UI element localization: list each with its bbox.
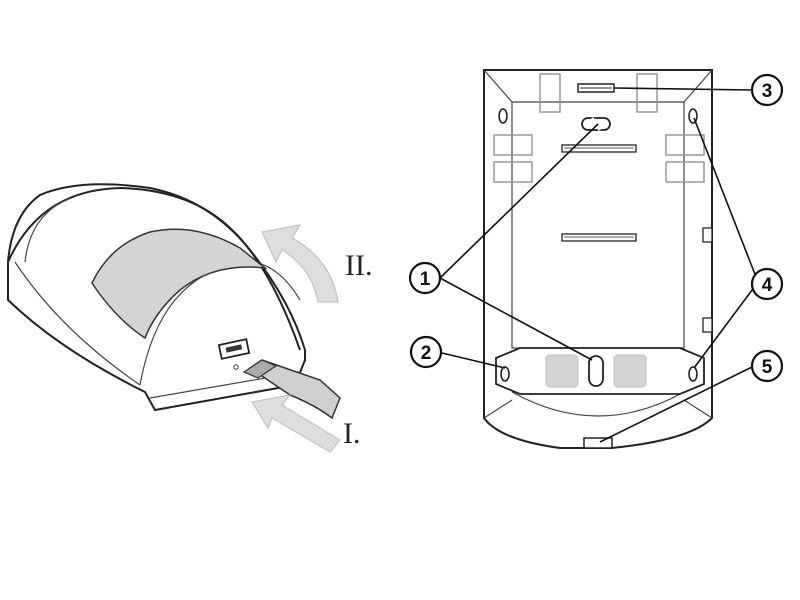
plate-inner-bevel <box>511 101 685 349</box>
knockout-left-2 <box>493 161 533 183</box>
callout-4-number: 4 <box>762 275 773 296</box>
leader-lines <box>439 87 759 443</box>
housing-top <box>7 186 301 351</box>
callout-1: 1 <box>408 261 442 295</box>
rail-top <box>561 144 637 153</box>
leader-1-top <box>439 123 599 279</box>
housing-rim-left <box>24 197 71 263</box>
detector-housing <box>7 183 306 412</box>
leader-4-bottom <box>693 281 759 369</box>
bottom-pad-right <box>613 354 647 388</box>
callout-5-number: 5 <box>762 357 773 378</box>
bottom-pad-left <box>545 354 579 388</box>
release-slot-inner <box>225 344 243 353</box>
knockout-right-1 <box>665 134 705 156</box>
corner-hole-left <box>498 108 508 124</box>
arrow-push-icon <box>251 394 341 453</box>
bevel-bl <box>483 399 513 419</box>
callout-3: 3 <box>750 73 784 107</box>
leader-5 <box>599 366 753 443</box>
knockout-top-right <box>636 73 658 113</box>
step-one-label: I. <box>343 417 361 450</box>
knockout-left-1 <box>493 134 533 156</box>
screwdriver-blade <box>248 359 341 420</box>
knockout-right-2 <box>665 161 705 183</box>
led-dot <box>233 364 239 370</box>
arrow-lift-icon <box>261 224 339 303</box>
bevel-tr <box>683 69 713 103</box>
rail-middle <box>561 233 637 242</box>
center-mount-hole-split <box>590 117 602 131</box>
leader-4-top <box>693 117 759 283</box>
leader-2 <box>441 352 506 369</box>
callout-1-number: 1 <box>420 269 431 290</box>
bevel-br <box>683 399 713 419</box>
plate-bottom-arc <box>511 391 685 417</box>
leader-1-bottom <box>439 277 593 361</box>
callout-5: 5 <box>750 349 784 383</box>
side-clip-upper <box>702 227 713 243</box>
side-clip-lower <box>702 317 713 333</box>
center-mount-hole-bottom <box>588 355 604 387</box>
bevel-tl <box>483 69 513 103</box>
callout-3-number: 3 <box>762 81 773 102</box>
leader-3 <box>613 87 753 91</box>
housing-side-edge <box>14 261 141 386</box>
callout-2-number: 2 <box>421 343 432 364</box>
release-tab <box>583 437 613 449</box>
callout-4: 4 <box>750 267 784 301</box>
lens-window <box>91 228 268 340</box>
mounting-plate <box>483 69 713 449</box>
bottom-hole-right <box>688 366 698 382</box>
screwdriver <box>242 359 341 420</box>
knockout-top-left <box>539 73 561 113</box>
callout-2: 2 <box>409 335 443 369</box>
screwdriver-tip <box>242 359 278 379</box>
step-two-label: II. <box>345 249 372 282</box>
bottom-hole-left <box>500 366 510 382</box>
